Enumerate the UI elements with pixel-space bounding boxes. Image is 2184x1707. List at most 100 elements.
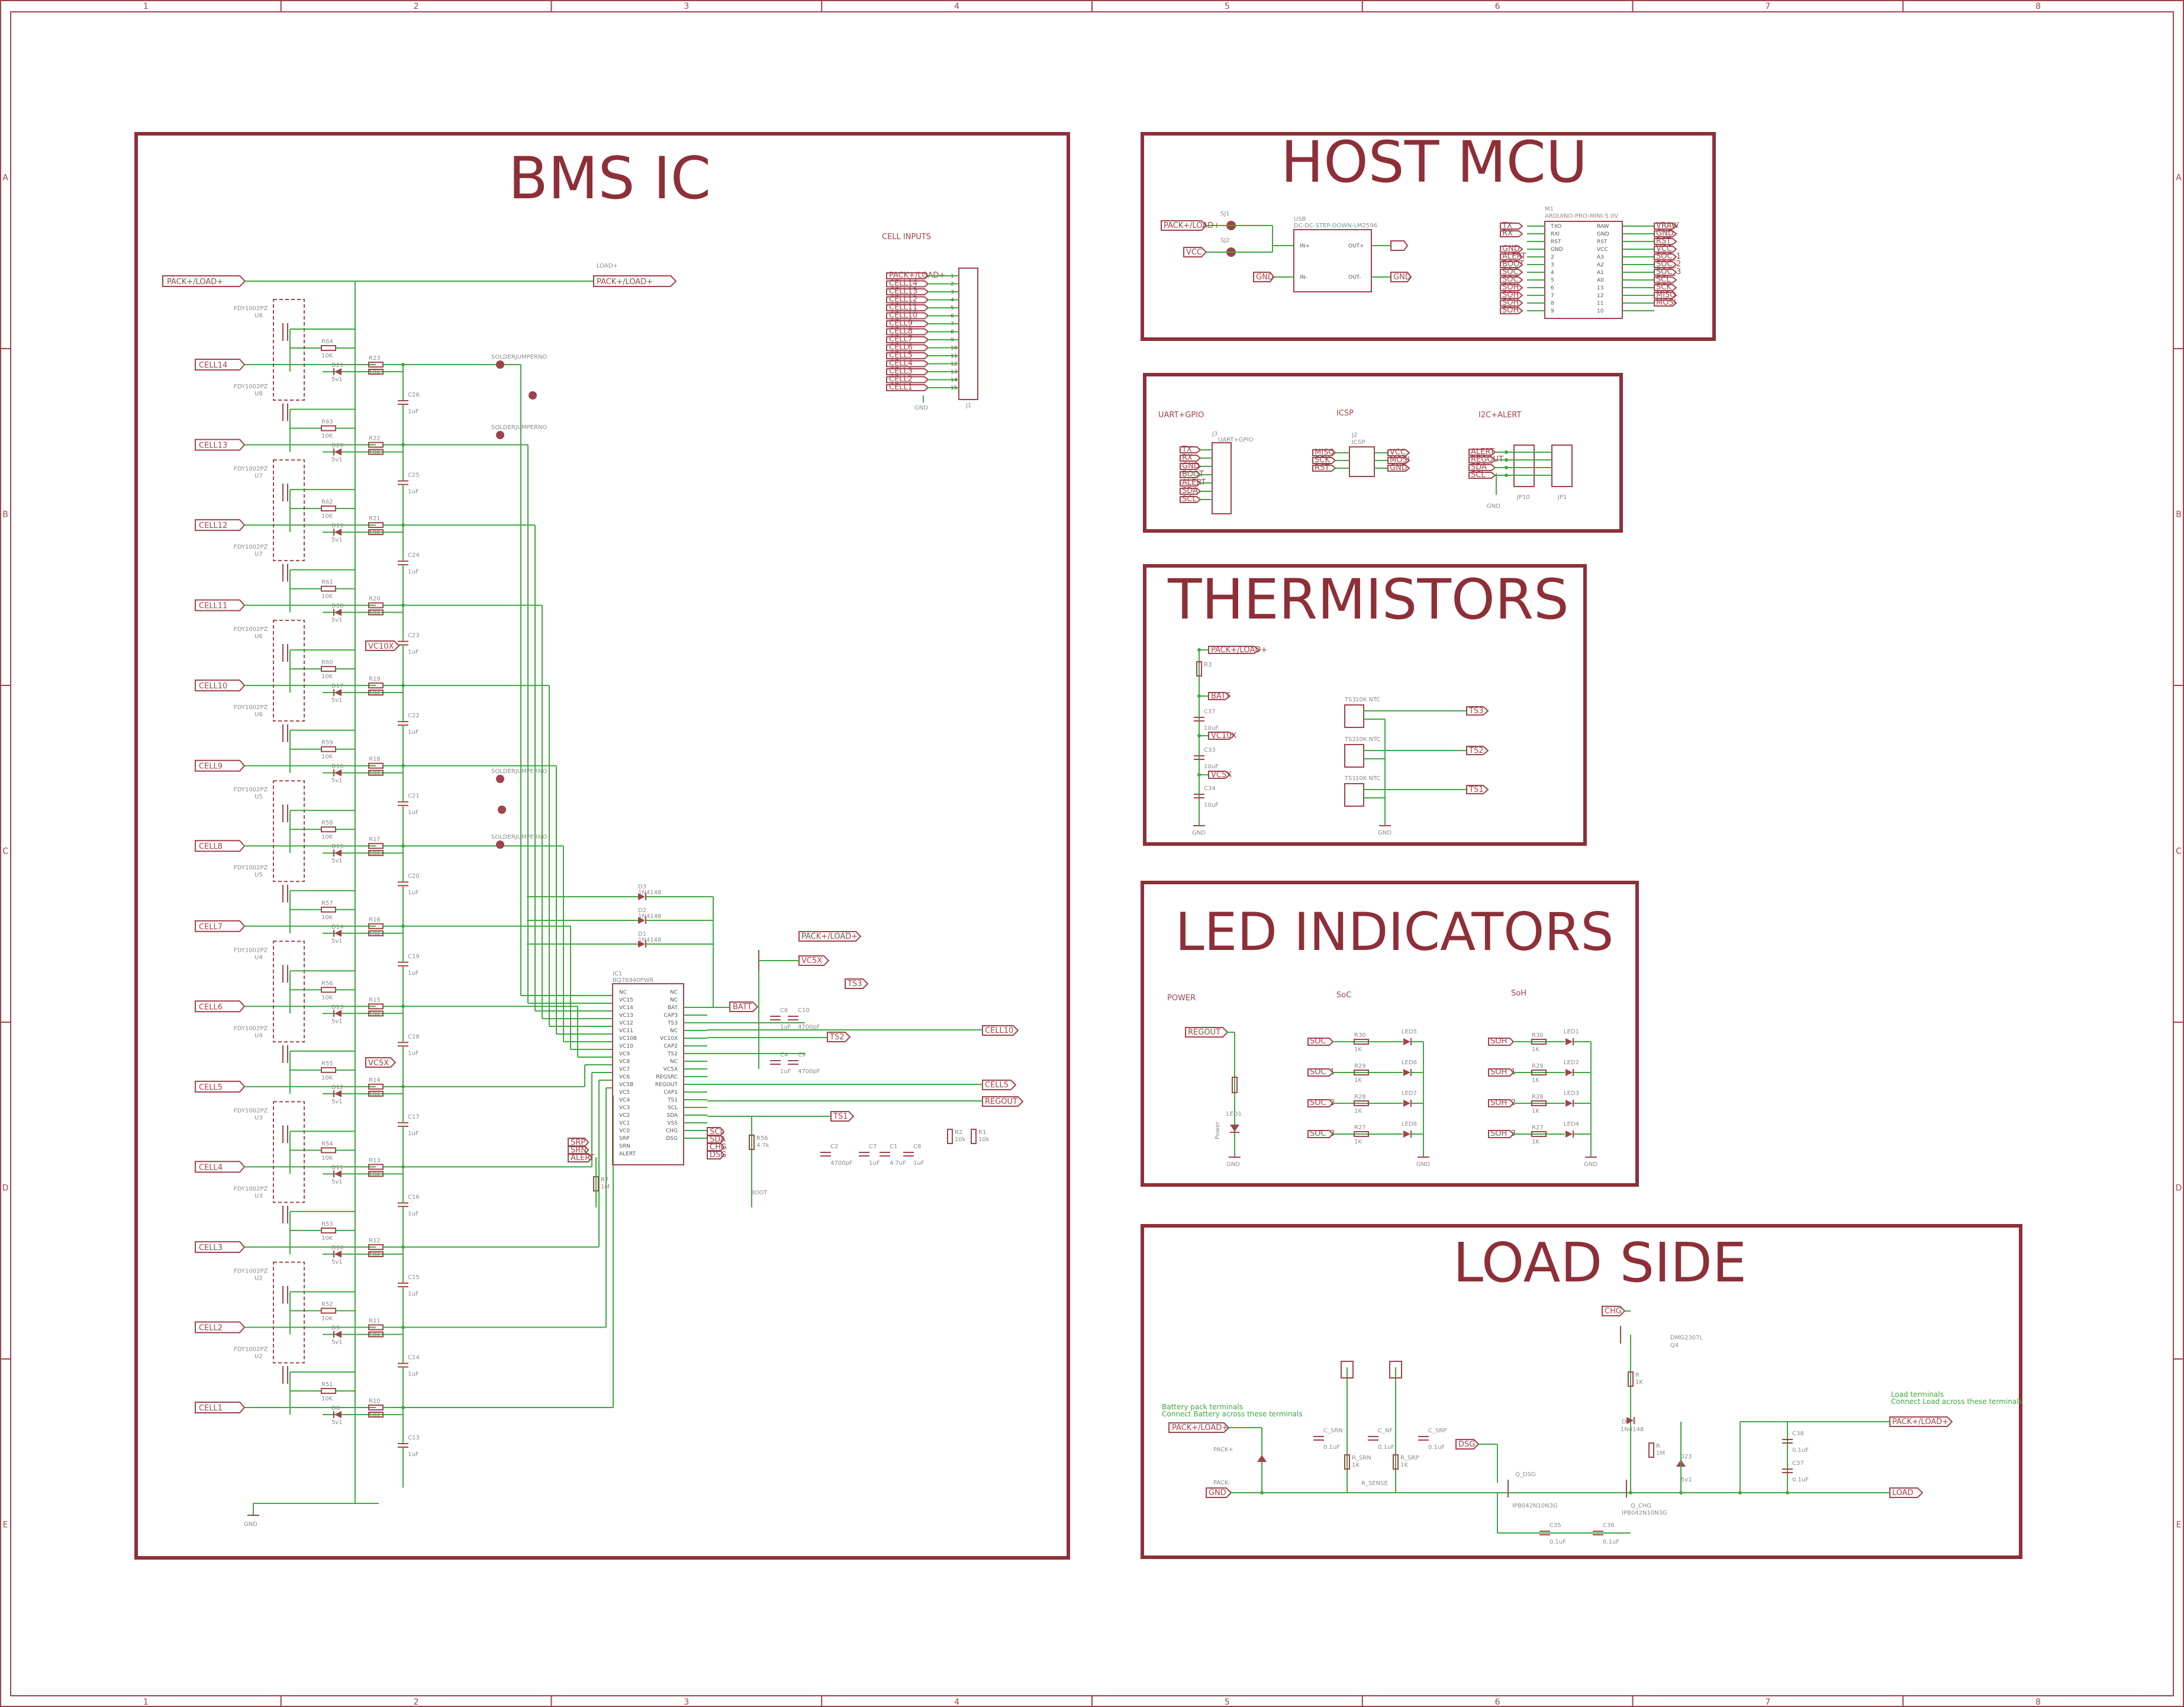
mosfet-ref: U2 (255, 1353, 263, 1360)
ic-left-pin: VC2 (619, 1113, 630, 1119)
lm2596-module[interactable]: USB DC-DC-STEP-DOWN-LM2596 IN+ IN- OUT+ … (1293, 216, 1377, 292)
ic-part-label: BQ76940PWR (613, 977, 653, 984)
pack-plus-left-port[interactable]: PACK+/LOAD+ (162, 275, 246, 287)
resistor-ref: R51 (321, 1381, 333, 1388)
cell-inputs-connector[interactable] (958, 268, 978, 400)
ic-left-pin: VC6 (619, 1074, 630, 1080)
mcu-left-net-flag (1500, 269, 1523, 276)
frame-row-label: A (2176, 173, 2182, 183)
cell10-flag[interactable]: CELL10 (982, 1025, 1019, 1036)
jp10-header (1513, 445, 1535, 487)
resistor-symbol (368, 369, 384, 375)
host-vcc-flag[interactable]: VCC (1183, 247, 1207, 257)
ts1-flag[interactable]: TS1 (830, 1111, 855, 1122)
led-ref: LED1 (1564, 1029, 1579, 1035)
led-gnd: GND (1584, 1161, 1597, 1168)
lm2596-pin-in-plus: IN+ (1300, 243, 1310, 249)
frame-column-label: 1 (143, 1698, 149, 1707)
cell-port-label: CELL5 (199, 1083, 223, 1092)
bat-diode-ref: D2 (638, 907, 646, 914)
bat-diode-ref: D3 (638, 884, 646, 890)
diode-symbol (334, 1170, 342, 1178)
resistor-value: 1K (1354, 1046, 1362, 1053)
cell5-flag[interactable]: CELL5 (982, 1080, 1017, 1090)
packload-flag-ic[interactable]: PACK+/LOAD+ (798, 931, 862, 942)
cell-row-cell12[interactable]: CELL12R2110KD195v1C241uFR6210KFDY1002PZU… (195, 459, 535, 605)
resistor-value: 10k (978, 1136, 990, 1143)
regout-flag[interactable]: REGOUT (982, 1096, 1024, 1107)
led-net-flag (1307, 1038, 1334, 1046)
load-plus-port[interactable]: PACK+/LOAD+ (1889, 1416, 1953, 1427)
resistor-ref: R64 (321, 339, 333, 345)
host-pack-flag[interactable]: PACK+/LOAD+ (1161, 220, 1220, 231)
thermistor-supply-caps: PACK+/LOAD+BATTVC10XVC5XR3C3710uFC3310uF… (1192, 646, 1267, 836)
cell-row-cell4[interactable]: CELL4R1310KD115v1C161uFR5410KFDY1002PZU3… (195, 1101, 592, 1247)
bat-diode-part: 1N4148 (638, 890, 661, 896)
mosfet-part: FDY1002PZ (234, 544, 268, 550)
mcu-left-net: SOH (1502, 298, 1519, 307)
solder-jumper (496, 840, 504, 849)
capacitor-value: 1uF (408, 1050, 419, 1057)
ts2-flag[interactable]: TS2 (827, 1032, 851, 1042)
ts1-flag-label: TS1 (833, 1112, 848, 1121)
chg-flag[interactable]: CHG (1602, 1306, 1626, 1316)
mcu-left-net-flag (1500, 307, 1523, 314)
ts-header-ref: TS2 (1344, 736, 1356, 743)
resistor-symbol (321, 585, 336, 592)
solder-jumper (529, 391, 537, 400)
load-minus-port[interactable]: LOAD (1889, 1487, 1924, 1498)
lm2596-gnd-in-flag[interactable] (1253, 272, 1275, 282)
q4-ref: Q4 (1670, 1342, 1679, 1349)
cell-row-cell14[interactable]: CELL14R2310KD215v1C261uFR6410KFDY1002PZU… (195, 299, 521, 445)
bq76940-ic[interactable]: IC1 BQ76940PWR NCVC15VC14VC13VC12VC11VC1… (612, 971, 684, 1165)
ic-right-pin: TS3 (667, 1020, 678, 1026)
resistor-symbol (947, 1129, 953, 1144)
arduino-pro-mini[interactable]: M1 ARDUINO-PRO-MINI-5.0V TXOTXRXIRXRSTGN… (1500, 206, 1681, 319)
cell-inputs-title: CELL INPUTS (882, 233, 931, 241)
led-ref: LED6 (1402, 1059, 1417, 1066)
cell-port-label: CELL8 (199, 842, 223, 851)
pack-plus-port[interactable]: PACK+/LOAD+ (1168, 1422, 1230, 1433)
mosfet-part: FDY1002PZ (234, 305, 268, 312)
cell-port-label: CELL3 (199, 1244, 223, 1252)
pack-plus-right-port[interactable]: PACK+/LOAD+ (593, 275, 677, 287)
cell-input-flag (886, 288, 929, 295)
ts3-flag[interactable]: TS3 (845, 978, 869, 989)
lm2596-vcc-out-flag[interactable] (1390, 240, 1409, 251)
vc5x-flag[interactable]: VC5X (365, 1057, 397, 1068)
capacitor-value: 1uF (408, 1210, 419, 1217)
resistor-value: 10K (321, 1235, 333, 1242)
bat-diode-ref: D1 (638, 931, 646, 938)
cell-row-cell2[interactable]: CELL2R1110KD95v1C141uFR5210KFDY1002PZU2F… (195, 1261, 606, 1408)
batt-flag[interactable]: BATT (729, 1001, 759, 1012)
cell-row-cell10[interactable]: CELL10R1910KD175v1C221uFR6010KFDY1002PZU… (195, 620, 549, 766)
frame-row-label: E (3, 1521, 8, 1530)
boot-label: BOOT (750, 1190, 768, 1196)
vc5x-flag-ic[interactable]: VC5X (798, 955, 830, 966)
resistor-value: 1K (1354, 1108, 1362, 1115)
vc10x-flag[interactable]: VC10X (365, 640, 400, 651)
mosfet-ref: U5 (255, 794, 263, 800)
ic-left-pin: ALERT (619, 1151, 636, 1157)
load-gnd-port[interactable]: GND (1206, 1487, 1232, 1498)
cell-row-cell8[interactable]: CELL8R1710KD155v1C201uFR5810KFDY1002PZU5… (195, 780, 563, 926)
mcu-right-net-flag (1654, 230, 1677, 237)
dsg-flag[interactable]: DSG (1455, 1439, 1480, 1450)
mcu-left-net: SOH (1502, 306, 1519, 315)
mosfet-ref: U3 (255, 1193, 263, 1199)
zener-ref: D13 (331, 1004, 343, 1010)
regout-led-flag[interactable]: REGOUT (1185, 1027, 1229, 1038)
pack-plus-left-label: PACK+/LOAD+ (167, 278, 223, 286)
lm2596-gnd-out-flag[interactable] (1390, 272, 1412, 282)
cell-row-cell6[interactable]: CELL6R1510KD135v1C181uFR5610KFDY1002PZU4… (195, 941, 578, 1087)
